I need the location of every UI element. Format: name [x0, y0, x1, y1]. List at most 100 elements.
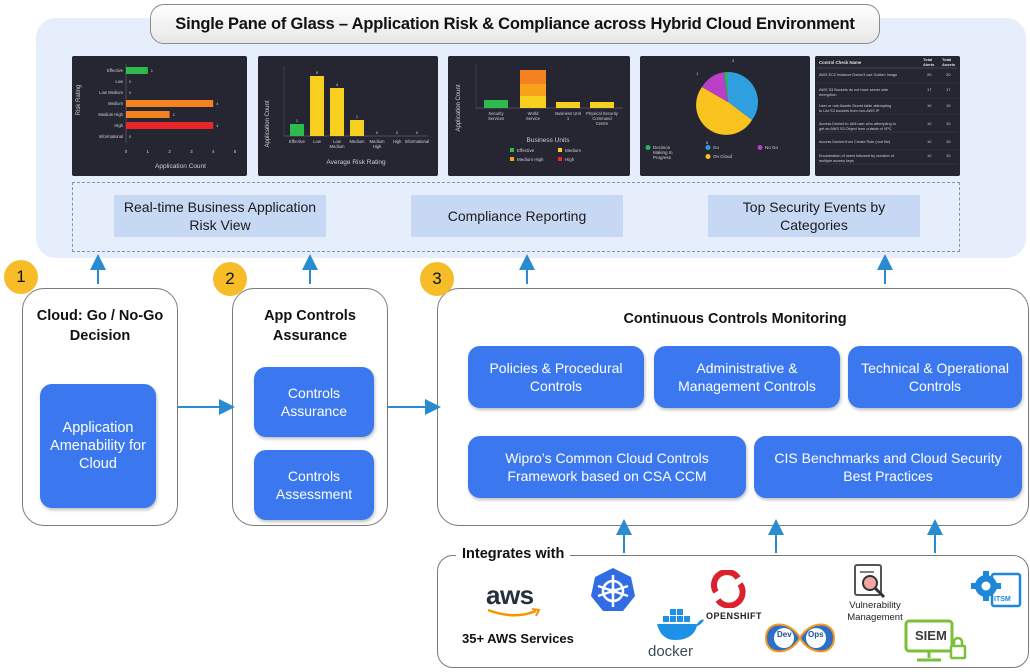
bu-category-label: 1 [567, 116, 570, 121]
risk-category-label: Medium [108, 101, 123, 106]
table-cell: 20 [927, 72, 932, 77]
security-events-label: Top Security Events by Categories [708, 195, 920, 237]
controls-assessment-box[interactable]: Controls Assessment [254, 450, 374, 520]
svg-text:3: 3 [732, 58, 735, 63]
risk-category-label: Low [115, 79, 124, 84]
technical-operational-box[interactable]: Technical & Operational Controls [848, 346, 1022, 408]
bu-legend-swatch [510, 148, 514, 152]
avg-bar-low-medium [330, 88, 344, 136]
avg-bar-low [310, 76, 324, 136]
risk-bar-value: 4 [216, 101, 219, 106]
table-cell: 10 [927, 153, 932, 158]
risk-category-label: Low Medium [99, 90, 123, 95]
common-cloud-controls-box[interactable]: Wipro’s Common Cloud Controls Framework … [468, 436, 746, 498]
avg-risk-xtick: Low [333, 139, 342, 144]
openshift-label: OPENSHIFT [706, 611, 763, 621]
svg-text:0: 0 [396, 130, 399, 135]
avg-risk-xtick: Low [313, 139, 322, 144]
risk-xtick: 5 [234, 149, 237, 154]
svg-text:0: 0 [376, 130, 379, 135]
table-cell: 10 [946, 103, 951, 108]
svg-text:1: 1 [356, 114, 359, 119]
table-cell: AWS S3 Buckets do not have server side [819, 88, 888, 92]
cis-benchmarks-box[interactable]: CIS Benchmarks and Cloud Security Best P… [754, 436, 1022, 498]
pie-legend-label: Go [713, 145, 720, 150]
risk-view-label: Real-time Business Application Risk View [114, 195, 326, 237]
administrative-management-box[interactable]: Administrative & Management Controls [654, 346, 840, 408]
bu-legend-label: Medium High [517, 157, 544, 162]
pie-legend-swatch [705, 154, 711, 159]
risk-bar-value: 0 [129, 79, 132, 84]
average-risk-chart: Application Count 1 5 4 1 0 0 0 Effectiv… [258, 56, 438, 176]
compliance-label: Compliance Reporting [411, 195, 623, 237]
risk-xtick: 3 [190, 149, 193, 154]
table-cell: 17 [946, 87, 951, 92]
pie-legend-label: On Cloud [713, 154, 733, 159]
svg-text:4: 4 [336, 82, 339, 87]
policies-procedural-box[interactable]: Policies & Procedural Controls [468, 346, 644, 408]
vulnerability-management-label: Vulnerability Management [847, 600, 903, 623]
svg-text:1: 1 [696, 71, 699, 76]
svg-text:5: 5 [316, 70, 319, 75]
table-cell: get an AWS S3 Object from outside of VPC [819, 127, 892, 131]
avg-risk-ylabel: Application Count [265, 100, 271, 147]
table-cell: 10 [927, 139, 932, 144]
risk-bar [126, 111, 170, 118]
table-cell: 10 [927, 121, 932, 126]
risk-xtick: 4 [212, 149, 215, 154]
table-cell: 17 [927, 87, 932, 92]
pie-legend-label: Decision [653, 145, 671, 150]
kubernetes-icon [591, 568, 635, 611]
svg-text:8: 8 [706, 140, 709, 145]
bu-xlabel: Business Units [527, 137, 571, 144]
itsm-label: ITSM [994, 596, 1011, 603]
bu-category-label: Service [526, 116, 541, 121]
application-amenability-box[interactable]: Application Amenability for Cloud [40, 384, 156, 508]
aws-logo: aws [486, 580, 534, 610]
bu-category-label: Centre [596, 121, 609, 126]
bu-ylabel: Application Count [456, 84, 462, 131]
avg-risk-xtick: High [373, 144, 382, 149]
risk-category-label: High [114, 123, 123, 128]
table-cell: 10 [927, 103, 932, 108]
bu-category-label: Physical Security [586, 111, 619, 116]
table-header: Control Check Name [819, 60, 862, 65]
table-header: Total [923, 57, 932, 62]
table-cell: 10 [946, 139, 951, 144]
avg-risk-xlabel: Average Risk Rating [326, 159, 386, 166]
devops-infinity-icon [764, 623, 836, 653]
docker-label: docker [648, 643, 694, 660]
controls-assurance-box[interactable]: Controls Assurance [254, 367, 374, 437]
integrations-heading: Integrates with [456, 546, 571, 562]
risk-xtick: 0 [125, 149, 128, 154]
svg-text:Alerts: Alerts [923, 62, 935, 67]
risk-category-label: Informational [99, 134, 123, 139]
step-badge-2: 2 [213, 262, 247, 296]
avg-risk-xtick: High [393, 139, 402, 144]
table-cell: AWS EC2 Instance Doesn't use Golden Imag… [819, 73, 897, 77]
vulnerability-scan-icon [854, 564, 886, 599]
bu-legend-swatch [558, 148, 562, 152]
devops-dev-label: Dev [777, 630, 792, 639]
risk-xtick: 1 [147, 149, 150, 154]
table-header: Total [942, 57, 951, 62]
go-no-go-heading: Cloud: Go / No-Go Decision [36, 308, 164, 344]
risk-category-label: Medium High [98, 112, 123, 117]
page-title: Single Pane of Glass – Application Risk … [150, 4, 880, 44]
table-cell: Access Denied to IAM user who attempting… [819, 122, 896, 126]
risk-bar-value: 4 [216, 123, 219, 128]
bu-category-label: Business Unit [555, 111, 581, 116]
table-cell: Access Denied from Create Role (root fil… [819, 140, 891, 144]
app-controls-heading: App Controls Assurance [264, 308, 356, 344]
table-cell: encryption [819, 93, 837, 97]
pie-legend-swatch [705, 145, 711, 150]
continuous-monitoring-heading: Continuous Controls Monitoring [623, 311, 847, 327]
bu-legend-swatch [510, 157, 514, 161]
avg-risk-xtick: Informational [405, 139, 429, 144]
step-badge-3: 3 [420, 262, 454, 296]
risk-bar-value: 2 [173, 112, 176, 117]
